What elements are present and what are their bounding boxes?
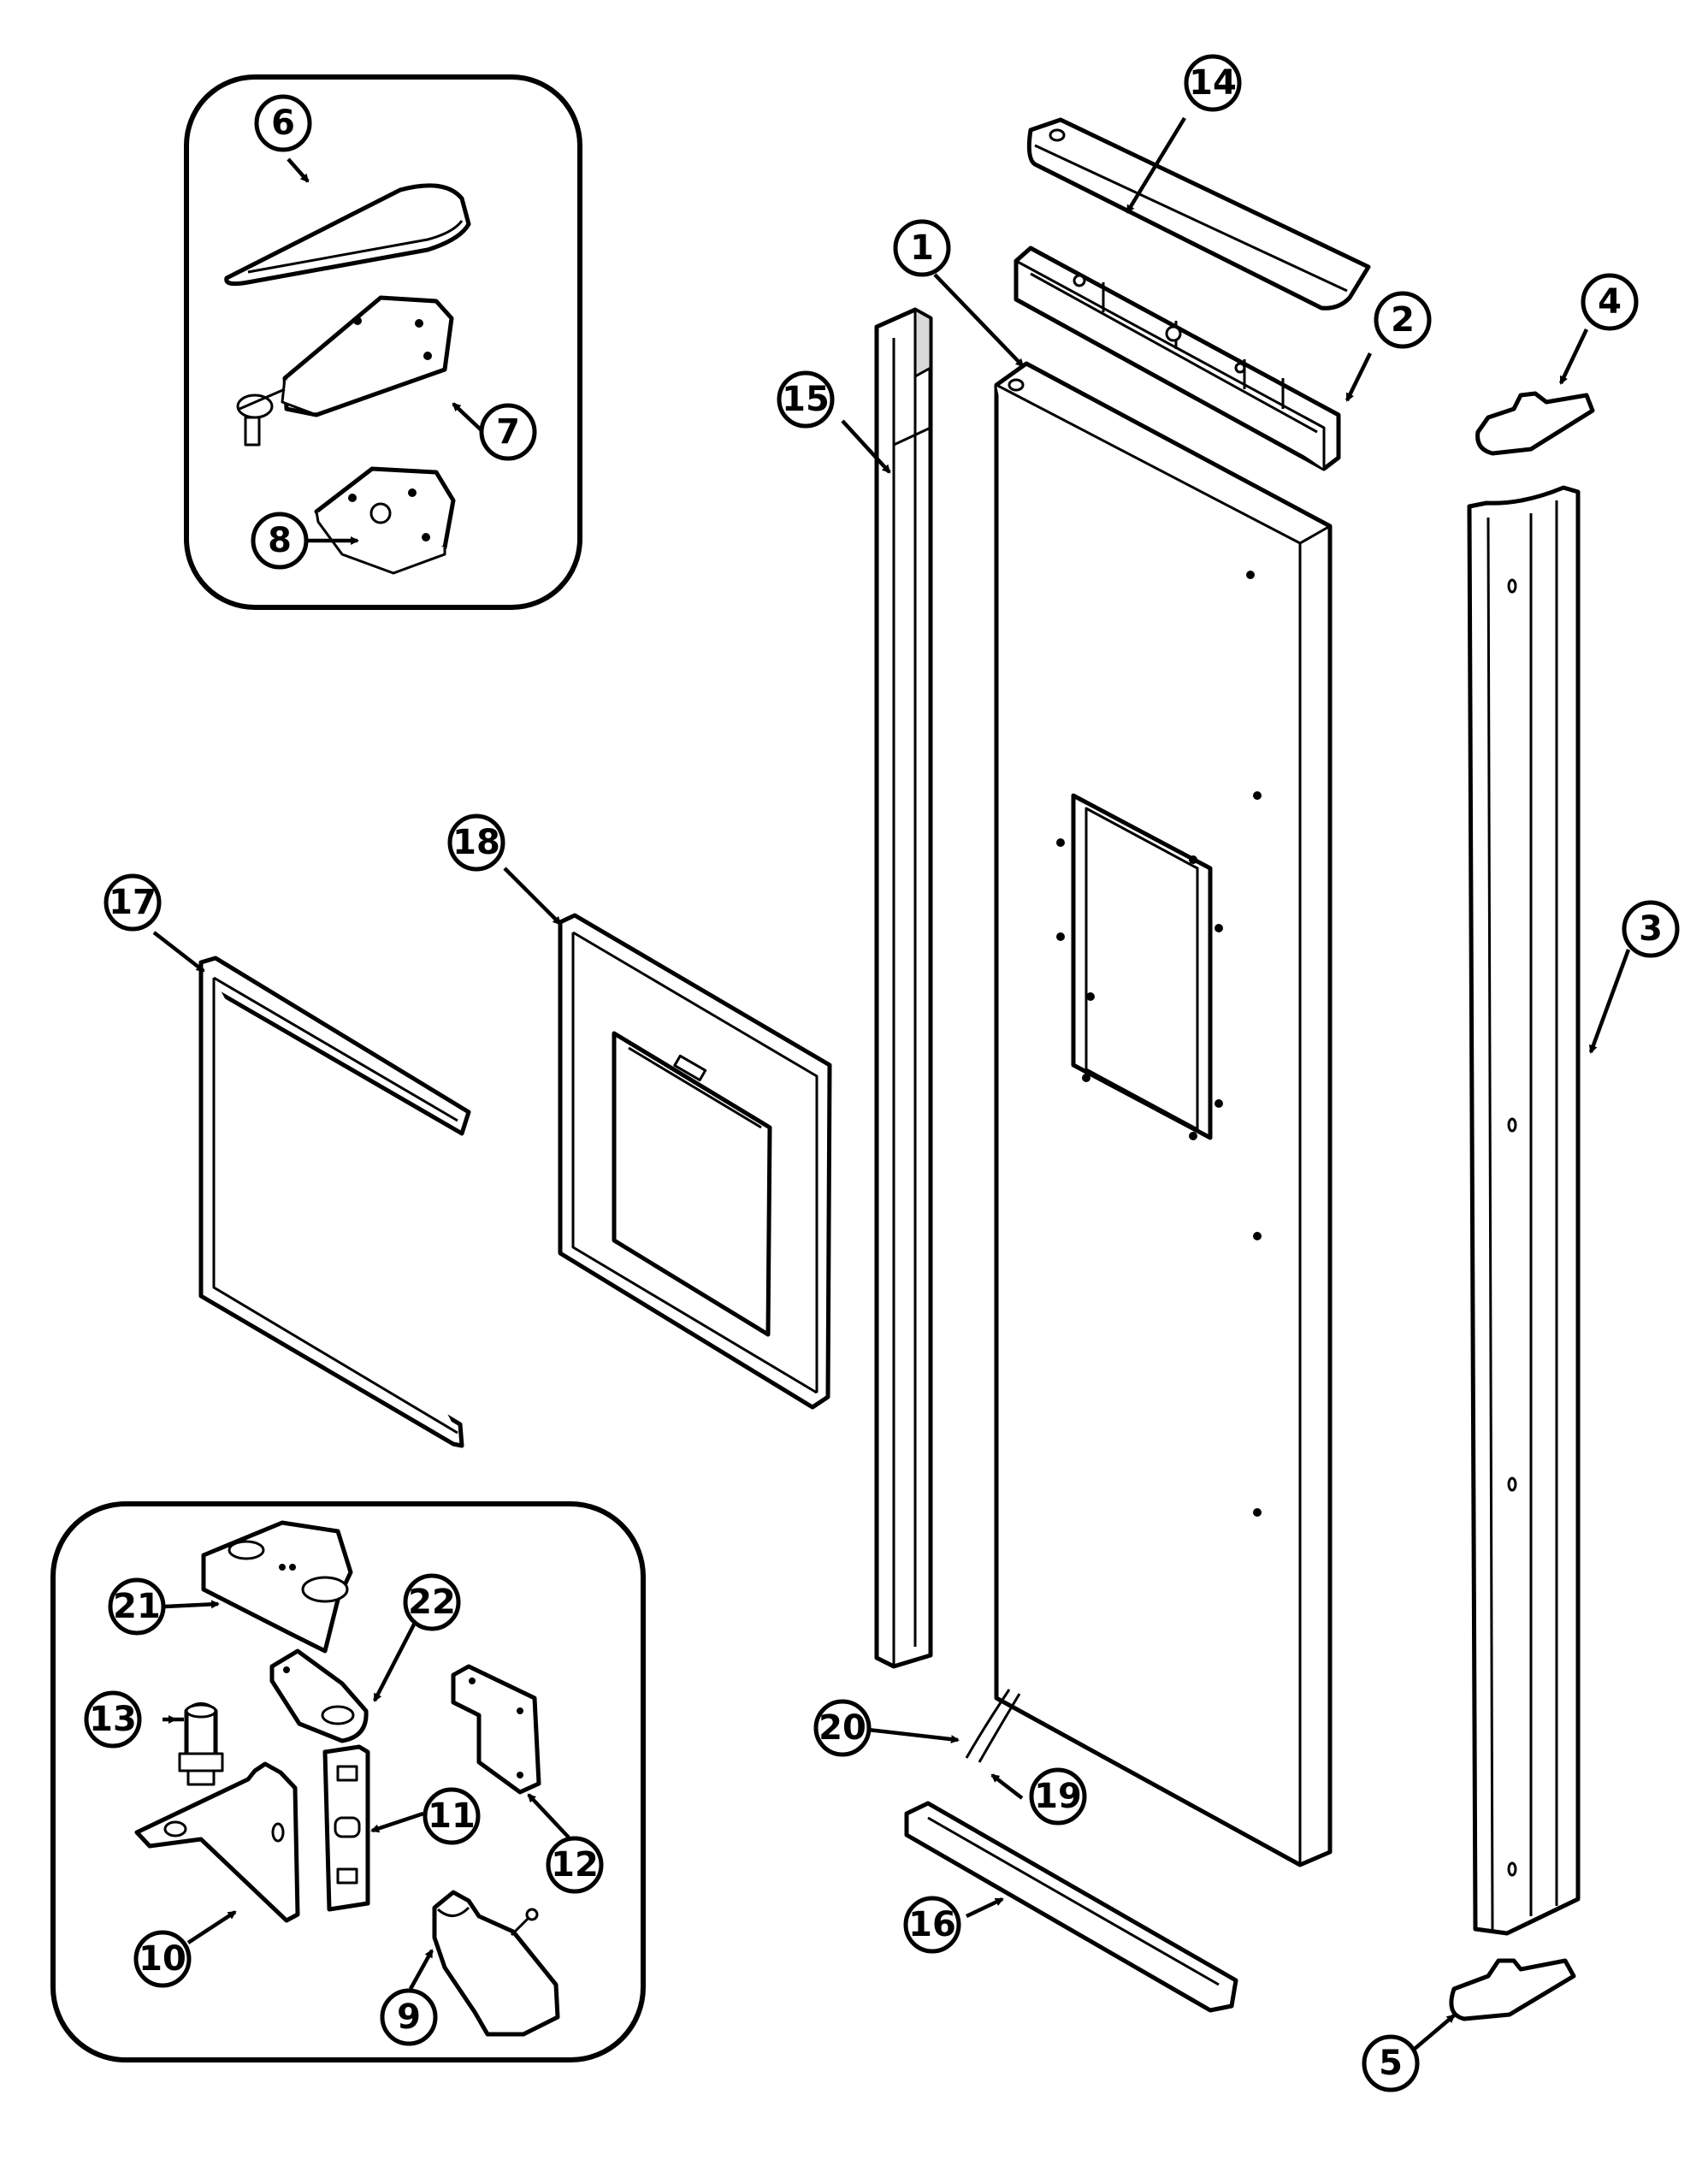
hinge-inset-top	[184, 74, 582, 610]
callout-4-label: 4	[1598, 282, 1622, 322]
hinge-inset-bottom	[50, 1501, 646, 2062]
part-10-bracket	[134, 1761, 300, 1923]
callout-3-label: 3	[1639, 909, 1663, 949]
part-7-hinge-plate	[236, 295, 454, 447]
callout-16-label: 16	[908, 1905, 956, 1944]
part-6-hinge-cover	[224, 183, 471, 287]
part-16-bottom-trim	[904, 1801, 1238, 2013]
callout-15-label: 15	[782, 380, 830, 419]
callout-20: 20	[813, 1699, 872, 1757]
leader-lines	[152, 116, 1631, 2051]
callout-19-label: 19	[1034, 1777, 1082, 1816]
callout-21: 21	[108, 1577, 166, 1636]
callout-11: 11	[423, 1787, 481, 1845]
callout-8-label: 8	[268, 521, 292, 560]
callout-15: 15	[777, 370, 835, 429]
callout-7-label: 7	[496, 412, 520, 452]
part-13-bushing	[178, 1702, 224, 1786]
part-17-dispenser-frame	[198, 956, 471, 1448]
callout-7: 7	[479, 403, 537, 461]
callout-16: 16	[903, 1896, 961, 1954]
part-22-hinge-washer-plate	[269, 1648, 369, 1743]
callout-2: 2	[1374, 291, 1432, 349]
callout-13: 13	[84, 1690, 142, 1749]
callout-1: 1	[893, 219, 951, 277]
callout-6: 6	[254, 94, 312, 152]
part-18-dispenser-face	[558, 913, 832, 1410]
callout-10-label: 10	[139, 1939, 186, 1979]
callout-9: 9	[380, 1988, 438, 2046]
part-4-top-end-cap	[1475, 391, 1595, 456]
callout-21-label: 21	[113, 1587, 161, 1626]
callout-6-label: 6	[271, 104, 295, 143]
part-1-door-panel	[965, 361, 1333, 1867]
callout-12: 12	[546, 1836, 604, 1894]
callout-5-label: 5	[1379, 2044, 1403, 2083]
callout-12-label: 12	[551, 1845, 599, 1885]
callout-22-label: 22	[408, 1583, 456, 1622]
part-14-top-trim	[1026, 117, 1371, 311]
callout-18-label: 18	[452, 823, 500, 862]
part-3-door-channel	[1467, 485, 1581, 1936]
callout-17: 17	[103, 873, 162, 932]
callout-9-label: 9	[397, 1997, 421, 2037]
callout-13-label: 13	[89, 1700, 137, 1739]
callout-11-label: 11	[428, 1796, 476, 1836]
callout-17-label: 17	[109, 883, 157, 922]
callout-22: 22	[403, 1573, 461, 1631]
callout-5: 5	[1362, 2034, 1420, 2092]
part-12-plate	[451, 1664, 541, 1795]
callout-1-label: 1	[910, 228, 934, 268]
callout-14-label: 14	[1189, 63, 1237, 103]
part-9-hinge-pin-bracket	[432, 1890, 560, 2037]
callout-19: 19	[1029, 1767, 1087, 1826]
part-5-bottom-end-cap	[1449, 1958, 1576, 2021]
part-2-top-channel	[1014, 246, 1341, 471]
callout-8: 8	[251, 512, 309, 570]
callout-3: 3	[1622, 900, 1680, 958]
callout-10: 10	[133, 1930, 192, 1988]
callout-2-label: 2	[1391, 300, 1415, 340]
callout-4: 4	[1581, 273, 1639, 331]
callout-14: 14	[1184, 54, 1242, 112]
callout-18: 18	[447, 814, 505, 872]
part-15-door-gasket-strip	[874, 307, 933, 1669]
callout-20-label: 20	[819, 1708, 866, 1748]
part-21-hinge-bracket	[201, 1520, 353, 1654]
part-11-shim-plate	[322, 1744, 370, 1912]
